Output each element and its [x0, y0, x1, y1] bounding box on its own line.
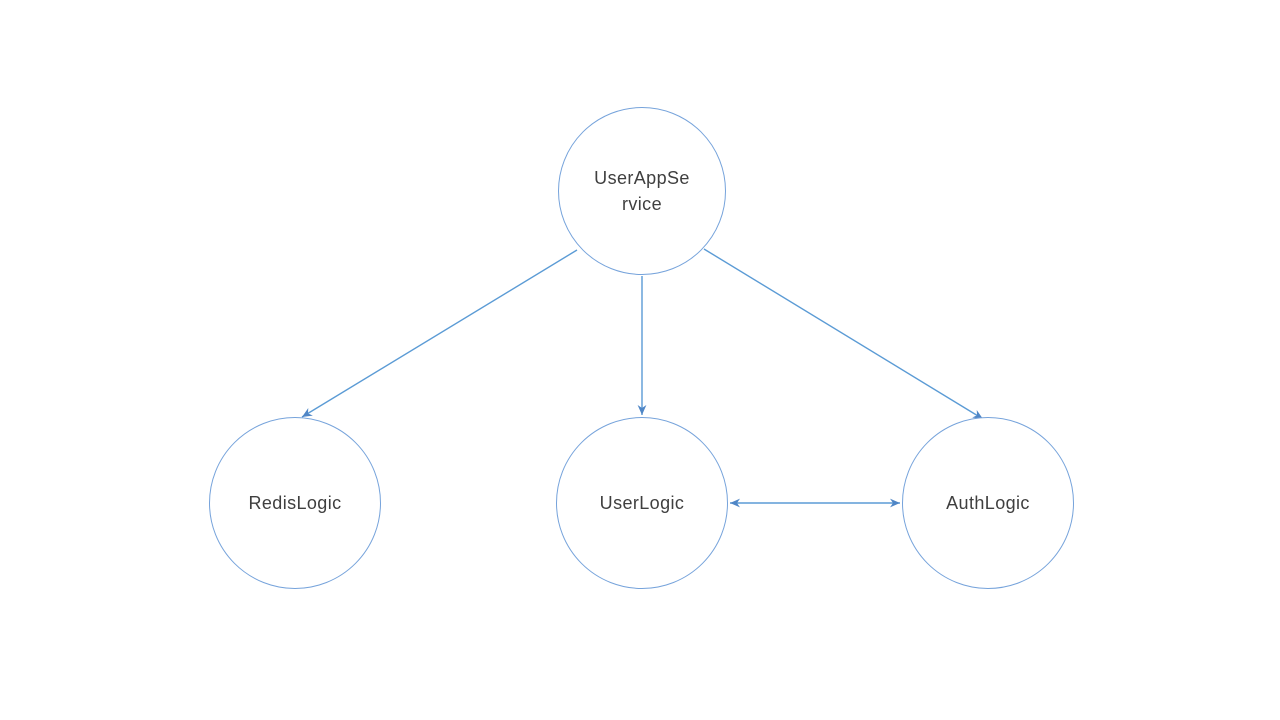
node-redis-logic: RedisLogic — [209, 417, 381, 589]
node-label-line: rvice — [621, 194, 662, 214]
node-label-line: UserLogic — [599, 493, 685, 513]
node-auth-logic: AuthLogic — [902, 417, 1074, 589]
node-label-line: UserAppSe — [594, 168, 690, 188]
node-label-line: RedisLogic — [248, 493, 342, 513]
node-label-line: AuthLogic — [946, 493, 1030, 513]
edge-userappservice-to-authlogic — [703, 248, 984, 420]
edge-userappservice-to-redislogic — [301, 249, 578, 418]
node-user-app-service: UserAppSe rvice — [558, 107, 726, 275]
node-user-logic: UserLogic — [556, 417, 728, 589]
